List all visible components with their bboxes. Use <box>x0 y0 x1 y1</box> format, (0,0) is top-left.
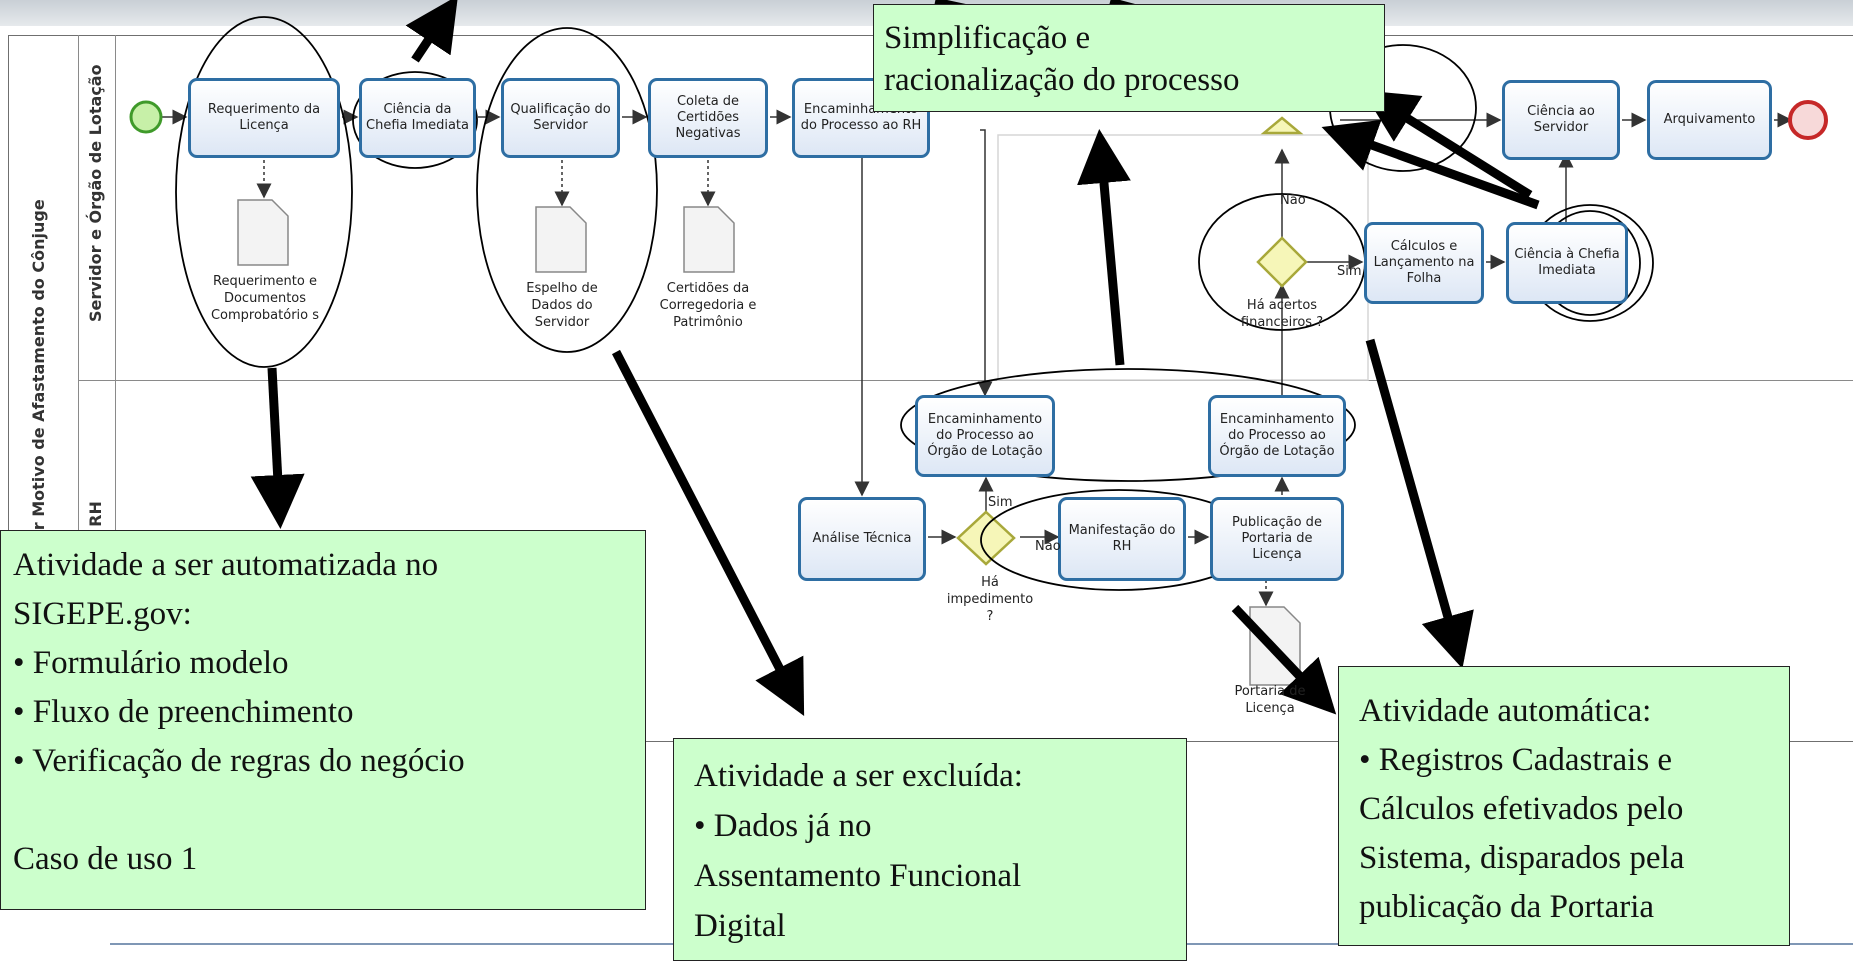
task-qualificacao[interactable]: Qualificação do Servidor <box>501 78 620 158</box>
gateway-label-impedimento: Há impedimento ? <box>946 575 1034 624</box>
task-manifestacao[interactable]: Manifestação do RH <box>1058 497 1186 581</box>
task-analise[interactable]: Análise Técnica <box>798 497 926 581</box>
gateway-label-acertos: Há acertos financeiros ? <box>1240 298 1324 330</box>
task-coleta[interactable]: Coleta de Certidões Negativas <box>648 78 768 158</box>
callout-automatizada: Atividade a ser automatizada no SIGEPE.g… <box>0 530 646 910</box>
task-ciencia-chefia-2[interactable]: Ciência à Chefia Imediata <box>1506 222 1628 304</box>
task-arquivamento[interactable]: Arquivamento <box>1647 80 1772 160</box>
doc-label-certidoes: Certidões da Corregedoria e Patrimônio <box>659 281 757 330</box>
pool-header <box>8 35 79 740</box>
task-calculos[interactable]: Cálculos e Lançamento na Folha <box>1364 222 1484 304</box>
document-icon <box>237 199 289 266</box>
end-event-icon <box>1788 100 1828 140</box>
flow-label-nao-imped: Não <box>1035 539 1061 554</box>
callout-excluida: Atividade a ser excluída: • Dados já no … <box>673 738 1187 961</box>
flow-label-nao-top: Não <box>1280 193 1306 208</box>
gateway-impedimento-icon <box>956 510 1016 566</box>
start-event-icon <box>129 100 163 134</box>
task-publicacao[interactable]: Publicação de Portaria de Licença <box>1210 497 1344 581</box>
flow-label-sim-calc: Sim <box>1337 264 1362 279</box>
task-encaminhamento-orgao-2[interactable]: Encaminhamento do Processo ao Órgão de L… <box>1208 395 1346 477</box>
task-encaminhamento-orgao-1[interactable]: Encaminhamento do Processo ao Órgão de L… <box>915 395 1055 477</box>
gateway-top-icon <box>1260 116 1304 135</box>
flow-label-sim-imped: Sim <box>988 495 1013 510</box>
doc-label-portaria: Portaria de Licença <box>1234 684 1306 716</box>
document-icon <box>683 206 735 273</box>
task-ciencia-chefia[interactable]: Ciência da Chefia Imediata <box>359 78 476 158</box>
gateway-acertos-icon <box>1256 236 1308 288</box>
callout-automatica: Atividade automática: • Registros Cadast… <box>1338 666 1790 946</box>
lane-separator <box>78 380 1853 381</box>
doc-label-espelho: Espelho de Dados do Servidor <box>526 281 598 330</box>
task-ciencia-servidor[interactable]: Ciência ao Servidor <box>1502 80 1620 160</box>
callout-simplificacao: Simplificação e racionalização do proces… <box>873 4 1385 112</box>
doc-label-requerimento: Requerimento e Documentos Comprobatório … <box>210 274 320 323</box>
document-icon <box>535 206 587 273</box>
task-requerimento[interactable]: Requerimento da Licença <box>188 78 340 158</box>
lane-headers <box>78 35 116 740</box>
